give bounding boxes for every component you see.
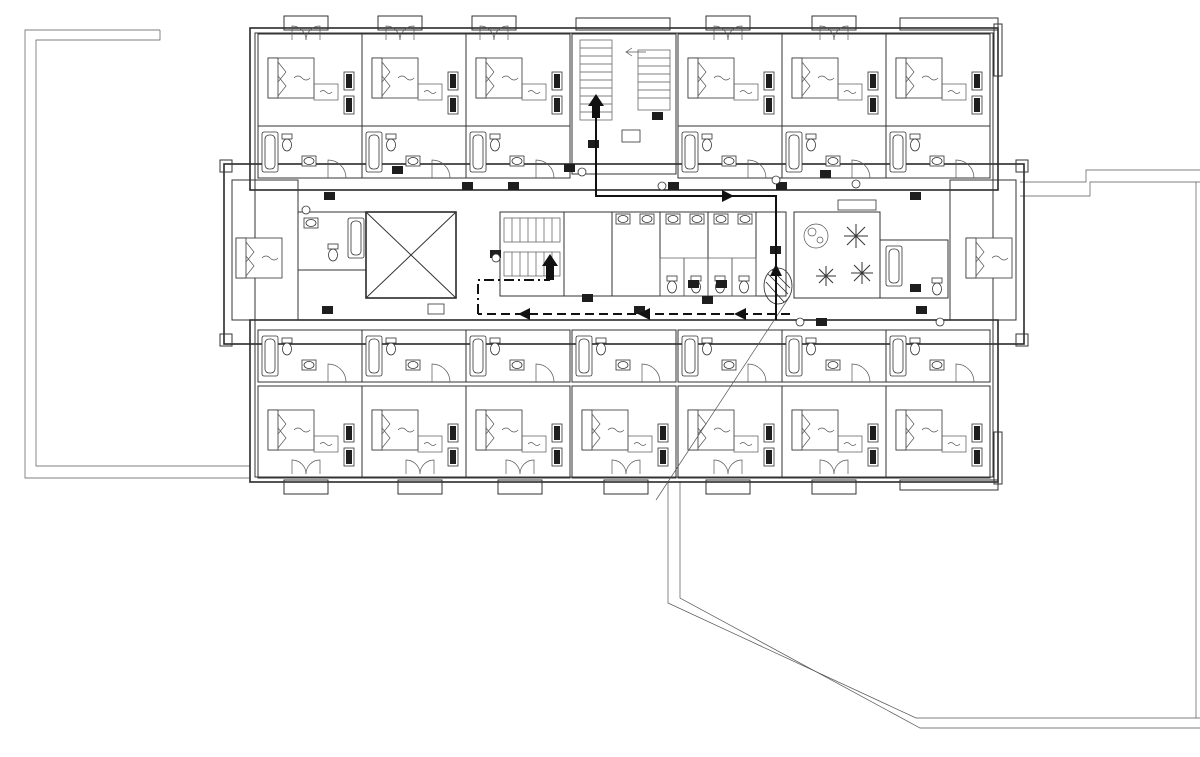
section-cut-line [655, 295, 791, 501]
public-toilets [615, 213, 757, 297]
elevator-shaft-icon [365, 211, 457, 299]
direction-arrow-icon [588, 94, 604, 106]
tree-icon [803, 223, 829, 249]
bottom-bathrooms [258, 330, 990, 382]
direction-arrow-icon [518, 308, 530, 320]
evacuation-route [477, 94, 790, 320]
end-room-right [879, 237, 1013, 299]
extinguisher-icon [301, 167, 945, 327]
secondary-staircase [499, 211, 565, 297]
direction-arrow-icon [734, 308, 746, 320]
site-boundary-right [667, 169, 1200, 729]
direction-arrow-icon [770, 264, 782, 276]
bottom-guest-rooms [258, 386, 990, 478]
staircase-icon [503, 217, 561, 277]
corridor-right-wing [879, 179, 1017, 321]
direction-arrow-icon [542, 254, 558, 266]
site-boundary-left [24, 29, 250, 479]
top-guest-rooms [258, 25, 990, 126]
building-outline [219, 15, 1029, 495]
corridor-symbols [322, 164, 831, 326]
direction-arrow-icon [638, 308, 650, 320]
service-rooms [563, 211, 793, 305]
courtyard-garden [793, 199, 881, 299]
palm-plant-icon [816, 224, 873, 286]
corridor-left-wing [231, 179, 457, 321]
direction-arrow-icon [722, 190, 734, 202]
main-staircase [571, 33, 677, 175]
